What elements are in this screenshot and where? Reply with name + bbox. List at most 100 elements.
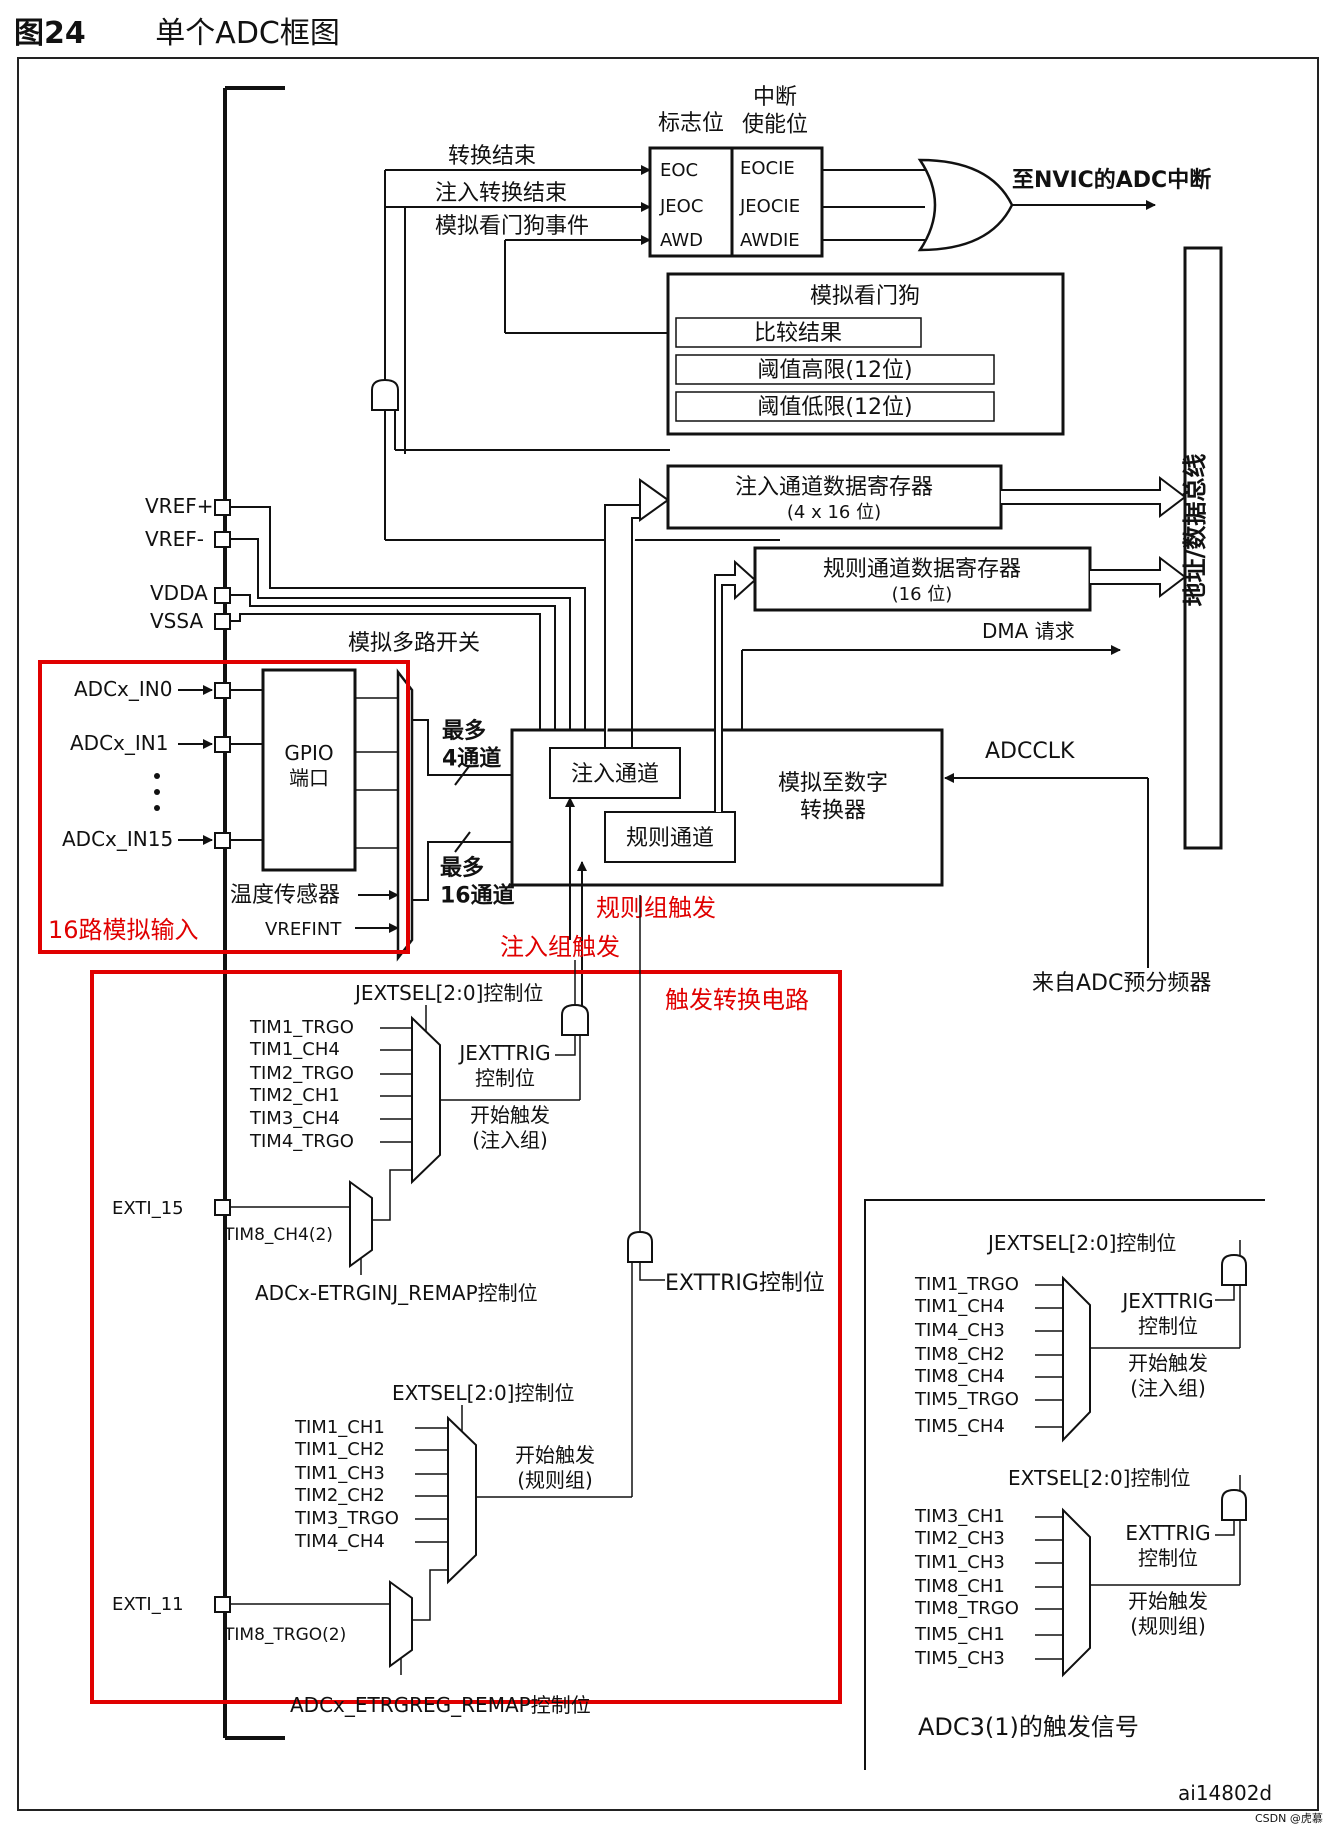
adc3-reg-src-1: TIM2_CH3 bbox=[914, 1528, 1005, 1549]
gpio-to-mux bbox=[355, 697, 398, 849]
flag-title: 标志位 bbox=[658, 111, 724, 136]
inj-tim8: TIM8_CH4(2) bbox=[223, 1225, 333, 1245]
adc3-reg-src-6: TIM5_CH3 bbox=[914, 1648, 1005, 1669]
exttrig-label: EXTTRIG控制位 bbox=[665, 1271, 825, 1296]
reg-src-5: TIM4_CH4 bbox=[294, 1531, 385, 1552]
or-gate bbox=[917, 158, 1014, 252]
input-in15: ADCx_IN15 bbox=[62, 827, 173, 851]
adc3-reg-src-4: TIM8_TRGO bbox=[914, 1598, 1019, 1619]
reg-src-2: TIM1_CH3 bbox=[294, 1463, 385, 1484]
adc3-extsel: EXTSEL[2:0]控制位 bbox=[1008, 1466, 1190, 1490]
outer-frame bbox=[17, 57, 1319, 1811]
reg-src-1: TIM1_CH2 bbox=[294, 1439, 385, 1460]
mux-label: 模拟多路开关 bbox=[348, 631, 480, 656]
adcclk-label: ADCCLK bbox=[985, 739, 1075, 764]
injected-to-bus-arrow bbox=[1001, 475, 1187, 519]
injected-data-register: 注入通道数据寄存器 (4 x 16 位) bbox=[666, 464, 1003, 530]
int-eocie: EOCIE bbox=[740, 158, 795, 179]
adc3-inj-src-2: TIM4_CH3 bbox=[914, 1320, 1005, 1341]
inj-src-1: TIM1_CH4 bbox=[249, 1039, 340, 1060]
inj-src-5: TIM4_TRGO bbox=[249, 1131, 354, 1152]
analog-input-highlight bbox=[38, 660, 410, 954]
int-awdie: AWDIE bbox=[740, 230, 800, 251]
input-in0: ADCx_IN0 bbox=[74, 677, 172, 701]
adc3-inj-src-1: TIM1_CH4 bbox=[914, 1296, 1005, 1317]
core-to-registers bbox=[565, 478, 1149, 1008]
analog-inputs: ADCx_IN0 ADCx_IN1 ADCx_IN15 bbox=[62, 677, 263, 851]
adc3-jextsel: JEXTSEL[2:0]控制位 bbox=[986, 1231, 1176, 1255]
regular-reg-sub: (16 位) bbox=[892, 584, 953, 605]
adc3-reg-src-2: TIM1_CH3 bbox=[914, 1552, 1005, 1573]
trigger-circuit-highlight bbox=[90, 970, 842, 1704]
watchdog-title: 模拟看门狗 bbox=[810, 284, 920, 309]
reg-src-3: TIM2_CH2 bbox=[294, 1485, 385, 1506]
reg-src-0: TIM1_CH1 bbox=[294, 1417, 385, 1438]
regular-reg-title: 规则通道数据寄存器 bbox=[823, 557, 1021, 582]
reg-exti: EXTI_11 bbox=[112, 1594, 184, 1615]
supply-lines bbox=[230, 506, 586, 730]
regular-to-bus-arrow bbox=[1090, 555, 1187, 599]
bus-label: 地址/数据总线 bbox=[1181, 454, 1209, 607]
adc3-reg-src-5: TIM5_CH1 bbox=[914, 1624, 1005, 1645]
adc3-inj-src-3: TIM8_CH2 bbox=[914, 1344, 1005, 1365]
awd-feed-lines bbox=[384, 410, 780, 541]
regular-data-register: 规则通道数据寄存器 (16 位) bbox=[753, 546, 1092, 612]
reg-remap: ADCx_ETRGREG_REMAP控制位 bbox=[290, 1693, 591, 1717]
jextsel-label: JEXTSEL[2:0]控制位 bbox=[353, 981, 543, 1005]
reg-src-4: TIM3_TRGO bbox=[294, 1508, 399, 1529]
red-inj-trig: 注入组触发 bbox=[500, 933, 620, 961]
inj-src-0: TIM1_TRGO bbox=[249, 1017, 354, 1038]
supply-pins: VREF+ VREF- VDDA VSSA bbox=[145, 494, 231, 633]
vrefint-label: VREFINT bbox=[265, 919, 342, 940]
injected-reg-title: 注入通道数据寄存器 bbox=[735, 475, 933, 500]
adc3-reg-src-0: TIM3_CH1 bbox=[914, 1506, 1005, 1527]
inj-src-4: TIM3_CH4 bbox=[249, 1108, 340, 1129]
pin-vrefm: VREF- bbox=[145, 527, 204, 551]
adc3-reg-src-3: TIM8_CH1 bbox=[914, 1576, 1005, 1597]
figure-caption: 图24 单个ADC框图 bbox=[14, 8, 340, 52]
figure-number: 图24 bbox=[14, 16, 86, 51]
figure-title: 单个ADC框图 bbox=[155, 16, 340, 51]
reg-tim8: TIM8_TRGO(2) bbox=[223, 1625, 346, 1645]
data-bus bbox=[1183, 246, 1223, 850]
pin-vdda: VDDA bbox=[150, 581, 208, 605]
temp-sensor-label: 温度传感器 bbox=[230, 883, 340, 908]
adc3-inj-src-4: TIM8_CH4 bbox=[914, 1366, 1005, 1387]
adc3-reg-start: 开始触发(规则组) bbox=[1128, 1589, 1208, 1638]
injected-channel-label: 注入通道 bbox=[571, 762, 659, 787]
figure-id: ai14802d bbox=[1178, 1781, 1272, 1805]
flag-register: 标志位 EOC JEOC AWD bbox=[648, 111, 734, 258]
event-eoc-label: 转换结束 bbox=[448, 144, 536, 169]
nvic-label: 至NVIC的ADC中断 bbox=[1012, 167, 1211, 193]
flag-awd: AWD bbox=[660, 230, 703, 251]
inj-start-label: 开始触发(注入组) bbox=[470, 1103, 550, 1152]
adc3-inj-start: 开始触发(注入组) bbox=[1128, 1351, 1208, 1400]
watchdog-compare: 比较结果 bbox=[754, 321, 842, 346]
input-in1: ADCx_IN1 bbox=[70, 731, 168, 755]
watermark: CSDN @虎慕 bbox=[1255, 1811, 1323, 1825]
watchdog-low: 阈值低限(12位) bbox=[757, 395, 912, 420]
dma-label: DMA 请求 bbox=[982, 619, 1075, 643]
adc3-inj-src-6: TIM5_CH4 bbox=[914, 1416, 1005, 1437]
red-analog-in: 16路模拟输入 bbox=[48, 916, 199, 944]
extsel-label: EXTSEL[2:0]控制位 bbox=[392, 1381, 574, 1405]
inj-remap: ADCx-ETRGINJ_REMAP控制位 bbox=[255, 1281, 538, 1305]
event-lines bbox=[384, 165, 1156, 454]
regular-trigger-selector: EXTTRIG控制位 EXTSEL[2:0]控制位 开始触发(规则组) TIM1… bbox=[112, 895, 825, 1717]
int-jeocie: JEOCIE bbox=[739, 196, 800, 217]
adc3-inj-src-5: TIM5_TRGO bbox=[914, 1389, 1019, 1410]
left-bus bbox=[223, 86, 285, 1740]
event-awd-label: 模拟看门狗事件 bbox=[435, 214, 589, 239]
injected-reg-sub: (4 x 16 位) bbox=[787, 502, 881, 523]
red-reg-trig: 规则组触发 bbox=[596, 894, 716, 922]
and-gate-top bbox=[371, 378, 399, 411]
